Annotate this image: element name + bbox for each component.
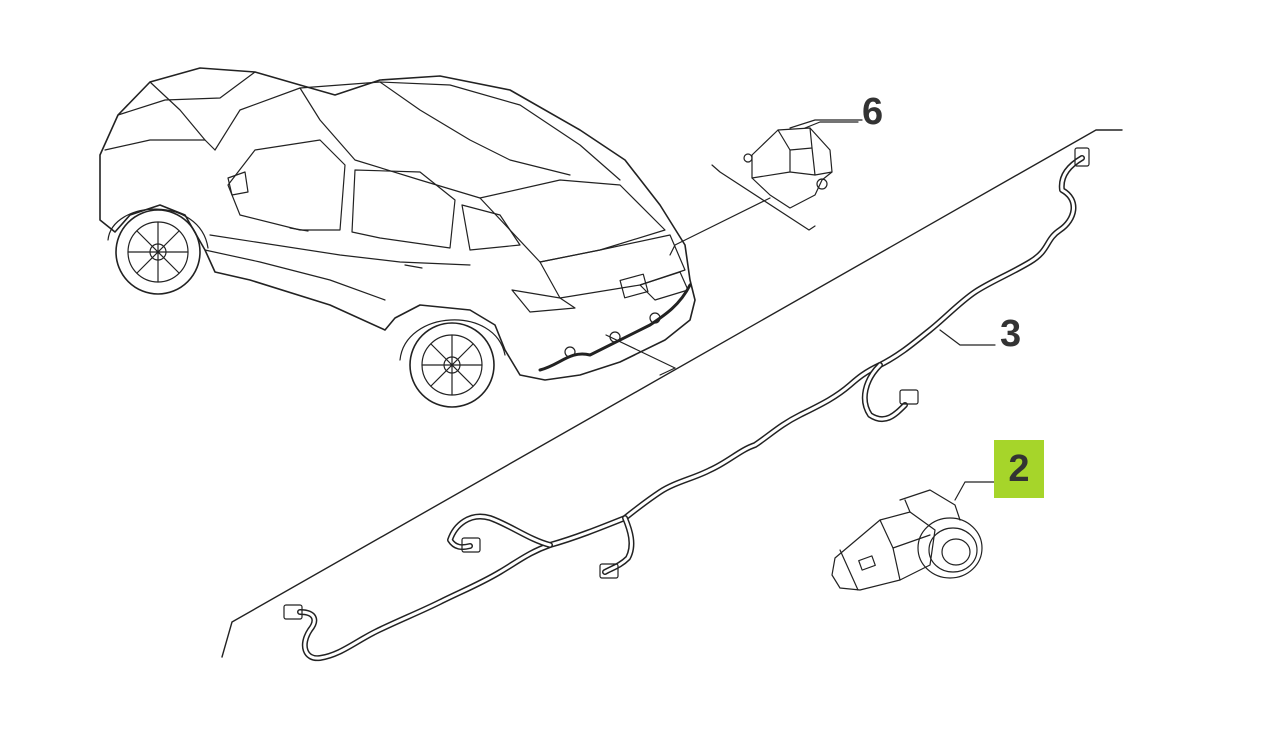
parking-sensor-icon (831, 481, 996, 591)
callout-6: 6 (862, 91, 884, 133)
callout-2: 2 (1008, 448, 1030, 490)
callout-3: 3 (1000, 313, 1022, 355)
vehicle-leader-lines (605, 197, 771, 376)
section-divider-lines (221, 129, 1123, 658)
module-bracket-icon (743, 119, 863, 209)
leader-6 (804, 121, 859, 129)
callout-2-highlight: 2 (994, 440, 1044, 498)
vehicle-outline-icon (99, 67, 696, 408)
wiring-harness-icon (283, 147, 1090, 662)
